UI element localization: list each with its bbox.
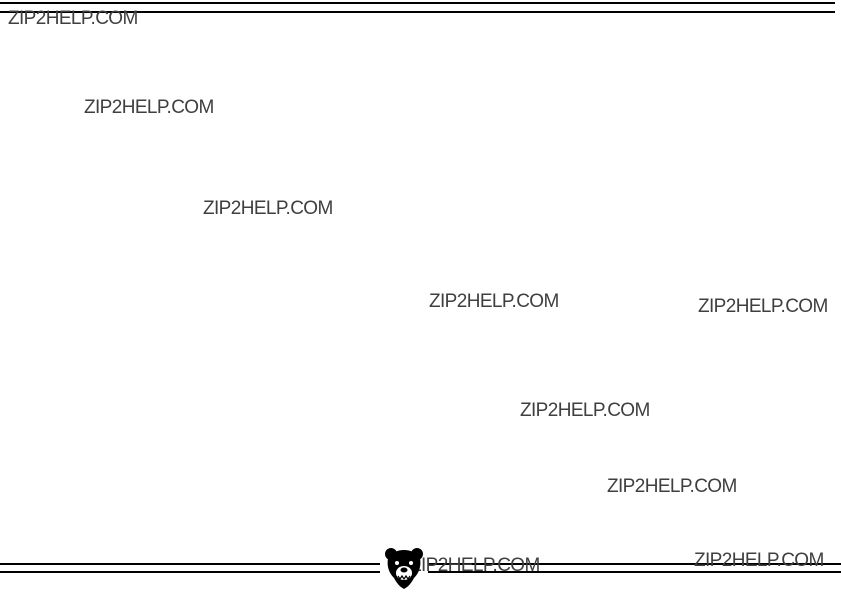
footer-rule-left-bottom xyxy=(0,571,380,573)
watermark-text: ZIP2HELP.COM xyxy=(8,8,138,29)
watermark-text: ZIP2HELP.COM xyxy=(410,555,540,576)
watermark-text: ZIP2HELP.COM xyxy=(698,296,828,317)
watermark-text: ZIP2HELP.COM xyxy=(520,400,650,421)
footer-rule-right-bottom xyxy=(428,571,841,573)
watermark-text: ZIP2HELP.COM xyxy=(694,550,824,571)
watermark-text: ZIP2HELP.COM xyxy=(84,97,214,118)
watermark-text: ZIP2HELP.COM xyxy=(429,291,559,312)
header-rule-bottom xyxy=(0,11,835,13)
footer-rule-left-top xyxy=(0,563,380,565)
footer-rule-right-top xyxy=(428,563,841,565)
header-rule-top xyxy=(0,2,835,4)
bear-head-logo-icon xyxy=(385,548,423,589)
watermark-text: ZIP2HELP.COM xyxy=(203,198,333,219)
watermark-text: ZIP2HELP.COM xyxy=(607,476,737,497)
